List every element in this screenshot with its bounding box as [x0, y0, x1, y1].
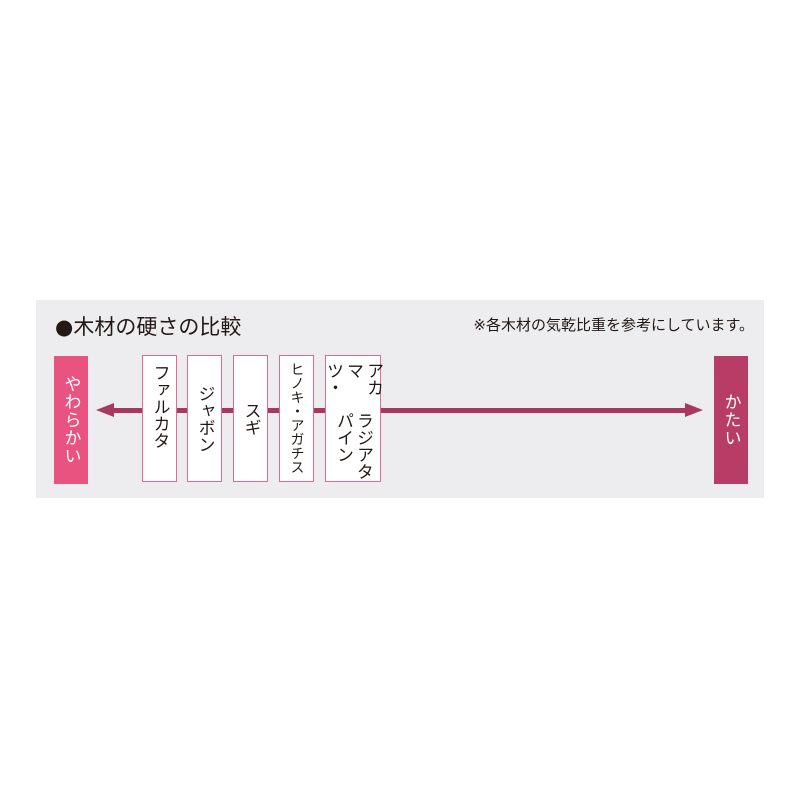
hard-label-box: かたい	[714, 356, 748, 484]
hard-label: かたい	[720, 393, 741, 447]
soft-label-box: やわらかい	[54, 356, 88, 484]
arrow-right-icon	[685, 403, 703, 417]
wood-name: ヒノキ・アガチス	[288, 362, 305, 474]
wood-name: スギ	[240, 401, 261, 436]
arrow-left-icon	[96, 403, 114, 417]
wood-name: ジャボン	[194, 384, 215, 453]
diagram-title: ●木材の硬さの比較	[55, 315, 242, 339]
soft-label: やわらかい	[60, 375, 81, 465]
wood-box-hinoki-agathis: ヒノキ・アガチス	[279, 355, 314, 482]
wood-box-akamatsu-radiata: アカマツ・ ラジアタパイン	[323, 355, 383, 482]
wood-box-falcata: ファルカタ	[142, 355, 177, 482]
wood-name: ファルカタ	[149, 364, 170, 449]
wood-name-line1: アカマツ・	[323, 362, 383, 396]
wood-box-jabon: ジャボン	[187, 355, 222, 482]
footnote: ※各木材の気乾比重を参考にしています。	[473, 316, 754, 334]
wood-name-line2: ラジアタパイン	[333, 411, 373, 480]
hardness-scale-arrow-line	[108, 408, 692, 413]
wood-box-sugi: スギ	[233, 355, 268, 482]
